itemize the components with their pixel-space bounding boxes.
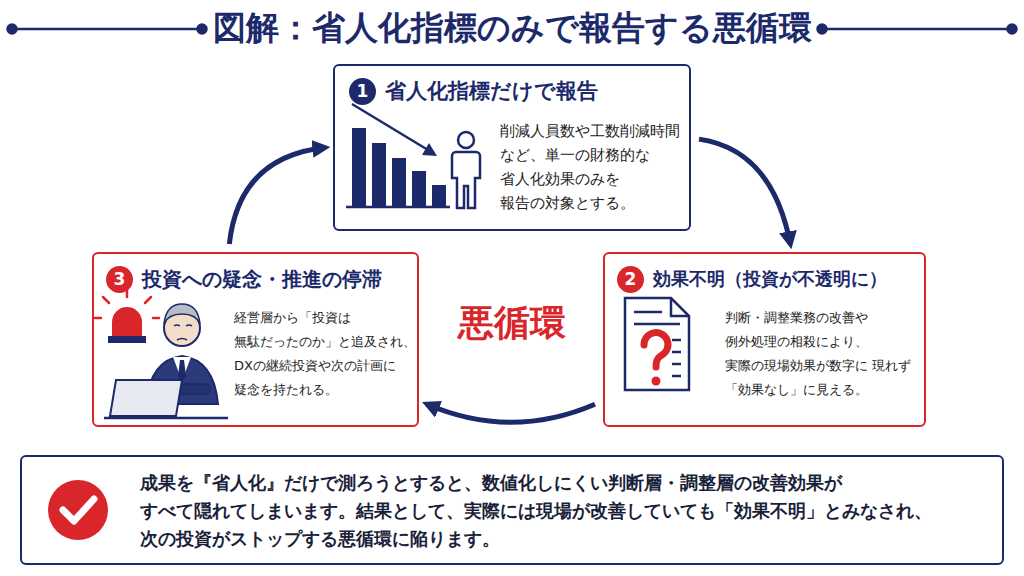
callout-digit: 2 — [617, 266, 644, 293]
step-box: 効果不明（投資が不透明に） 判断・調整業務の改善や 例外処理の相殺により、 実際の… — [603, 252, 926, 427]
rule-dot — [8, 25, 17, 34]
rule-line — [822, 28, 1012, 31]
cycle-arrow — [427, 404, 595, 422]
cycle-label: 悪循環 — [412, 300, 612, 346]
step-heading: 効果不明（投資が不透明に） — [653, 266, 887, 292]
step-heading: 投資への疑念・推進の停滞 — [142, 265, 382, 293]
callout-digit: 1 — [349, 78, 376, 105]
rule-line — [12, 28, 202, 31]
rule-dot — [198, 25, 207, 34]
summary-text: 成果を『省人化』だけで測ろうとすると、数値化しにくい判断層・調整層の改善効果が … — [140, 469, 996, 553]
step-body: 判断・調整業務の改善や 例外処理の相殺により、 実際の現場効果が数字に 現れず「… — [725, 306, 917, 402]
cycle-arrow — [699, 139, 790, 244]
rule-dot — [1008, 25, 1017, 34]
step-box: 投資への疑念・推進の停滞経営層から「投資は 無駄だったのか」と追及され、 DXの… — [92, 252, 419, 427]
summary-box: 成果を『省人化』だけで測ろうとすると、数値化しにくい判断層・調整層の改善効果が … — [20, 455, 1004, 565]
callout-number: 3 — [106, 266, 133, 293]
callout-number: 1 — [349, 78, 376, 105]
rule-dot — [818, 25, 827, 34]
cycle-arrow — [229, 148, 325, 245]
step-heading: 省人化指標だけで報告 — [385, 77, 598, 105]
step-box: 省人化指標だけで報告削減人員数や工数削減時間 など、単一の財務的な 省人化効果の… — [333, 64, 691, 231]
callout-digit: 3 — [106, 266, 133, 293]
step-body: 削減人員数や工数削減時間 など、単一の財務的な 省人化効果のみを 報告の対象とす… — [500, 119, 690, 215]
diagram-title: 図解：省人化指標のみで報告する悪循環 — [0, 6, 1024, 50]
step-body: 経営層から「投資は 無駄だったのか」と追及され、 DXの継続投資や次の計画に 疑… — [234, 306, 418, 402]
callout-number: 2 — [617, 266, 644, 293]
